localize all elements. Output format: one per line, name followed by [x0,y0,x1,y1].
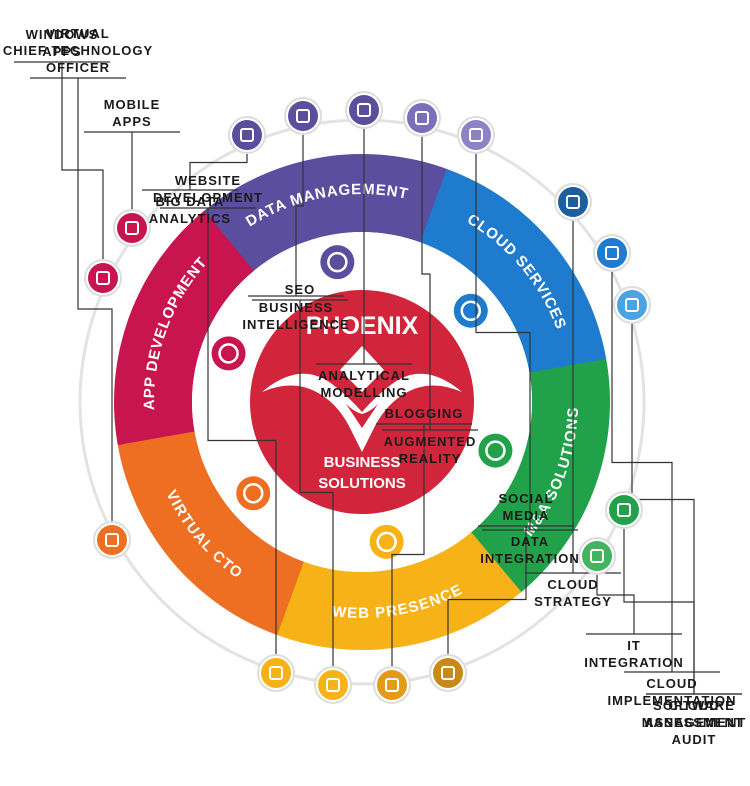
clipboard-check-icon [605,491,643,529]
service-label-line: BIG DATA [156,194,225,209]
service-label-line: INTELLIGENCE [242,317,349,332]
service-label-line: DATA [511,534,549,549]
inner-icon-ring [211,245,513,559]
service-label-line: SEO [285,282,315,297]
service-label-line: IT [627,638,641,653]
gears-icon [578,537,616,575]
center-subtitle-line1: BUSINESS [324,454,401,471]
service-label-line: MEDIA [503,508,550,523]
center-subtitle-line2: SOLUTIONS [318,475,406,492]
segment-cloud-services [420,168,607,374]
service-label-line: VIRTUAL [46,26,109,41]
service-label-line: DEVELOPMENT [153,190,263,205]
service-label-line: APPS [42,44,81,59]
cloud-gear-icon [593,234,631,272]
mobile-touch-icon [113,209,151,247]
service-label-line: CHIEF TECHNOLOGY [3,43,153,58]
segment-app-development [114,210,254,446]
service-label-line: MANAGEMENT [642,715,747,730]
leader-line [299,300,334,685]
line-chart-icon [345,91,383,129]
service-label-line: OFFICER [46,60,110,75]
service-label-line: BLOGGING [385,406,464,421]
leader-line [623,510,695,694]
vr-headset-icon [403,99,441,137]
service-label-line: AUGMENTED [384,434,477,449]
network-person-icon [93,521,131,559]
service-label-line: BUSINESS [259,300,333,315]
service-label-line: SOCIAL [498,491,553,506]
service-label-line: CLOUD [547,577,598,592]
segment-m-a-solutions [470,358,610,594]
browser-window-icon [211,336,246,371]
speech-bubble-icon [373,666,411,704]
puzzle-icon [478,433,513,468]
service-label-line: IMPLEMENTATION [607,693,736,708]
service-label-line: STRATEGY [534,594,612,609]
leader-line [61,62,104,278]
segment-data-management [202,153,449,272]
leader-line [631,305,695,694]
service-label-line: MOBILE [104,97,161,112]
leader-line [421,118,431,430]
windows-icon [84,259,122,297]
service-label-line: ANALYTICS [149,211,231,226]
center-title: PHOENIX [306,312,419,340]
leader-line [447,526,527,673]
service-icons [84,91,651,704]
globe-icon [369,524,404,559]
service-label-line: REALITY [399,451,462,466]
segment-web-presence [275,532,522,650]
service-label-line: ANALYTICAL [318,368,410,383]
devices-icon [257,654,295,692]
leader-line [596,556,635,634]
leader-line [77,78,113,540]
phoenix-logo-icon [262,346,462,452]
leader-line [391,424,425,685]
database-icon [320,245,355,280]
segment-virtual-cto [117,430,304,636]
service-label-line: AUDIT [672,732,717,747]
service-labels: ANALYTICAL MODELLING BUSINESS INTELLIGENCE B… [3,26,747,747]
service-label-line: INTEGRATION [584,655,684,670]
person-icon [236,476,271,511]
social-share-icon [429,654,467,692]
chess-rook-icon [554,183,592,221]
service-label-line: CLOUD [646,676,697,691]
lightbulb-icon [284,97,322,135]
service-label-line: WEBSITE [175,173,241,188]
leader-line [295,116,304,296]
service-label-line: CLOUD [668,698,719,713]
center-disc [250,290,474,514]
leader-lines [14,61,742,695]
service-label-line: ASSESSMENT [644,715,744,730]
database-plus-icon [457,116,495,154]
cloud-icon [453,293,488,328]
service-label-line: MODELLING [321,385,408,400]
service-label-line: SOFTWARE [653,698,735,713]
service-label-line: WINDOWS [26,27,99,42]
magnifier-icon [314,666,352,704]
leader-line [611,253,673,672]
service-label-line: INTEGRATION [480,551,580,566]
service-label-line: APPS [112,114,151,129]
leader-line [207,208,277,673]
gears-chart-icon [228,116,266,154]
leader-line [475,135,531,530]
cloud-network-icon [613,286,651,324]
